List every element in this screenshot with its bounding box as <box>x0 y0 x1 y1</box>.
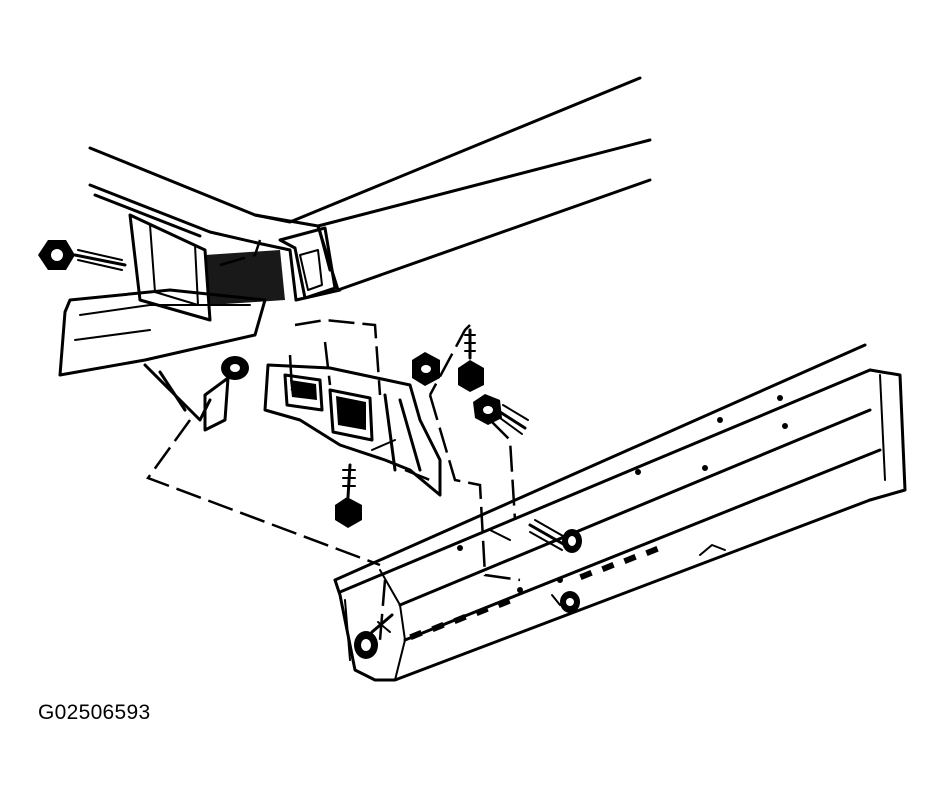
bolt-upper-left <box>38 240 127 271</box>
alignment-lines <box>146 239 521 641</box>
figure-id-label: G02506593 <box>38 701 151 724</box>
nut-bumper-right <box>551 591 580 613</box>
clip-bracket-left <box>203 376 230 432</box>
bolt-right-vertical <box>458 328 484 392</box>
center-bracket <box>263 363 442 497</box>
nut-right-upper <box>412 352 440 386</box>
nut-left <box>221 356 249 380</box>
bumper-bar <box>333 343 907 682</box>
bolt-bumper-center <box>528 519 582 553</box>
bolt-right-horizontal <box>473 394 529 435</box>
left-bracket <box>58 288 267 422</box>
frame-rail <box>88 76 652 302</box>
bolt-lower-center <box>335 463 362 528</box>
bolt-bumper-left <box>354 613 394 659</box>
